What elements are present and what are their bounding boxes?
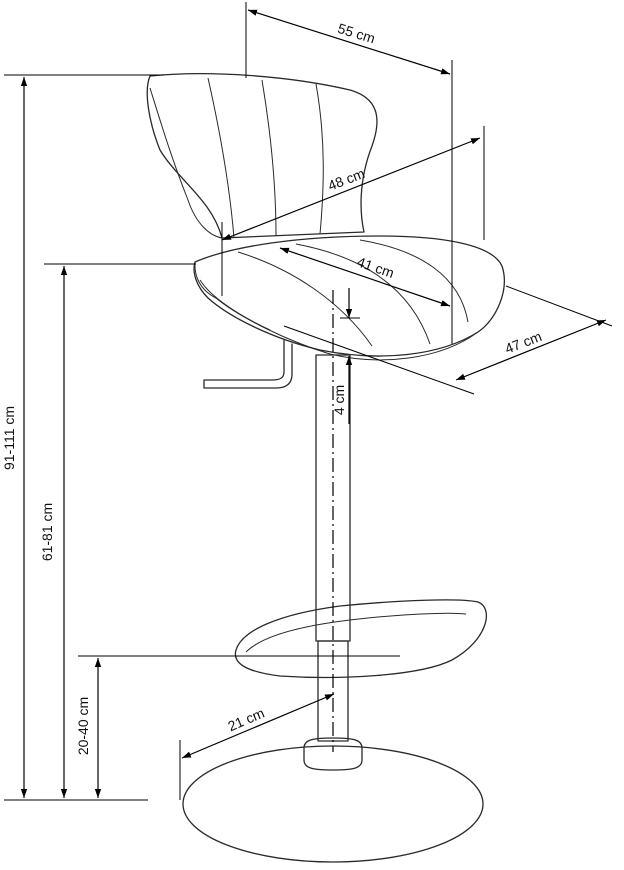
dim-48 xyxy=(221,137,481,241)
dim-47 xyxy=(455,319,607,381)
backrest-stitch-2 xyxy=(261,79,277,237)
dim-55 xyxy=(247,9,451,75)
label-48cm: 48 cm xyxy=(326,165,367,194)
backrest-stitch-3 xyxy=(315,83,324,235)
seat-stitch-1 xyxy=(237,251,373,347)
seat-thickness-edge xyxy=(199,279,271,331)
stool-drawing xyxy=(146,73,505,863)
label-4cm: 4 cm xyxy=(331,385,347,415)
backrest-inner xyxy=(149,87,223,239)
base-cap xyxy=(303,737,363,771)
dim-41 xyxy=(279,247,451,307)
label-91-111cm: 91-111 cm xyxy=(1,406,17,470)
label-61-81cm: 61-81 cm xyxy=(39,503,55,561)
ext-seat-side xyxy=(505,285,613,327)
label-41cm: 41 cm xyxy=(355,254,396,282)
gas-lever xyxy=(203,339,293,389)
label-55cm: 55 cm xyxy=(336,20,377,46)
backrest-outline xyxy=(146,73,378,239)
label-20-40cm: 20-40 cm xyxy=(75,697,91,755)
ext-seat-front xyxy=(283,325,475,395)
seat-thickness xyxy=(194,261,479,361)
footrest-ring xyxy=(234,599,487,679)
label-21cm: 21 cm xyxy=(225,705,266,735)
footrest-ring-inner xyxy=(245,612,467,653)
base-disc xyxy=(182,745,484,863)
dim-21 xyxy=(181,693,335,759)
dimension-lines xyxy=(4,2,613,801)
label-47cm: 47 cm xyxy=(503,328,544,357)
